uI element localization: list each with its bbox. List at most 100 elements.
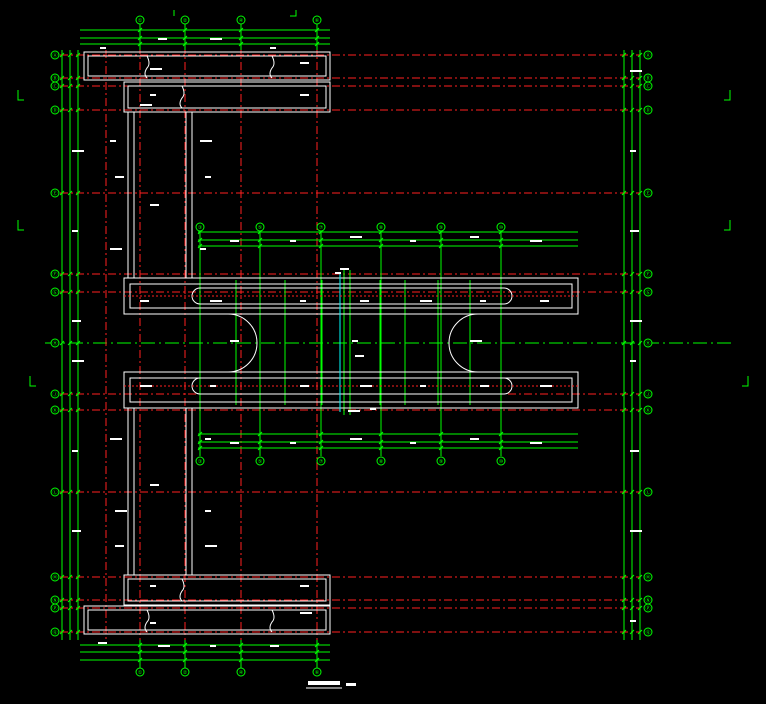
annotation-mark <box>352 340 358 342</box>
annotation-mark <box>158 645 170 647</box>
dimension-tick <box>257 439 263 445</box>
dimension-tick <box>59 605 65 611</box>
annotation-mark <box>140 104 152 106</box>
annotation-mark <box>530 442 542 444</box>
annotation-mark <box>540 385 552 387</box>
annotation-mark <box>210 38 222 40</box>
axis-bubble: ⑥ <box>312 667 322 677</box>
dimension-tick <box>238 41 244 47</box>
dimension-tick <box>182 35 188 41</box>
dimension-tick <box>498 431 504 437</box>
dimension-tick <box>438 243 444 249</box>
axis-bubble-circle <box>180 667 190 677</box>
annotation-mark <box>410 240 416 242</box>
axis-bubble-label: Ⓝ <box>645 597 650 604</box>
annotation-mark <box>205 438 211 440</box>
annotation-mark <box>72 360 84 362</box>
dimension-tick <box>314 642 320 648</box>
axis-bubble-circle <box>496 222 506 232</box>
annotation-mark <box>205 510 211 512</box>
dimension-tick <box>59 289 65 295</box>
axis-bubble-circle <box>195 222 205 232</box>
dimension-tick <box>75 75 81 81</box>
dimension-tick <box>621 489 627 495</box>
axis-bubble-circle <box>376 456 386 466</box>
dimension-tick <box>621 289 627 295</box>
axis-bubble-circle <box>255 222 265 232</box>
annotation-mark <box>300 94 309 96</box>
axis-bubble-label: Ⓑ <box>645 75 650 82</box>
axis-bubble-label: Ⓠ <box>52 629 57 636</box>
dimension-tick <box>637 271 643 277</box>
hall-bottom-bar <box>123 371 579 409</box>
axis-bubble-label: Ⓚ <box>645 407 650 414</box>
dimension-tick <box>67 289 73 295</box>
axis-bubble-label: ④ <box>239 18 244 24</box>
dimension-tick <box>75 190 81 196</box>
dimension-tick <box>637 340 643 346</box>
dimension-tick <box>378 445 384 451</box>
dimension-tick <box>67 107 73 113</box>
axis-bubble-label: Ⓖ <box>645 289 650 296</box>
dimension-tick <box>498 243 504 249</box>
annotation-mark <box>230 240 239 242</box>
axis-bubble: Ⓚ <box>50 405 60 415</box>
dimension-tick <box>629 597 635 603</box>
axis-bubble-label: Ⓗ <box>52 340 57 347</box>
dimension-tick <box>314 35 320 41</box>
axis-bubble-circle <box>50 487 60 497</box>
axis-bubble-label: Ⓠ <box>645 629 650 636</box>
dimension-tick <box>637 629 643 635</box>
axis-bubble-circle <box>50 105 60 115</box>
axis-bubble-label: Ⓐ <box>52 52 57 59</box>
annotation-mark <box>72 530 81 532</box>
dimension-tick <box>629 52 635 58</box>
axis-bubble-label: Ⓙ <box>52 391 57 398</box>
axis-bubble: Ⓒ <box>643 81 653 91</box>
annotation-mark <box>300 585 309 587</box>
dimension-tick <box>238 27 244 33</box>
dimension-tick <box>637 407 643 413</box>
axis-bubble-label: Ⓗ <box>645 340 650 347</box>
annotation-mark <box>210 645 216 647</box>
annotation-mark <box>140 385 152 387</box>
dimension-tick <box>438 439 444 445</box>
dimension-tick <box>238 657 244 663</box>
dimension-lines <box>61 22 641 670</box>
axis-bubble-label: ⑦ <box>319 225 324 231</box>
left-semicircle <box>227 313 258 373</box>
axis-bubble-circle <box>643 105 653 115</box>
axis-bubble: ⑩ <box>496 222 506 232</box>
annotation-mark <box>290 240 296 242</box>
dimension-tick <box>59 489 65 495</box>
axis-bubble-circle <box>436 222 446 232</box>
dimension-tick <box>182 27 188 33</box>
axis-bubble-circle <box>50 572 60 582</box>
axis-bubble-label: ⑨ <box>439 225 444 231</box>
annotation-mark <box>270 645 279 647</box>
dimension-tick <box>238 642 244 648</box>
annotation-mark <box>350 236 362 238</box>
axis-bubble-circle <box>195 456 205 466</box>
dimension-tick <box>629 107 635 113</box>
dimension-tick <box>75 605 81 611</box>
annotation-mark <box>200 248 206 250</box>
axis-bubble: Ⓐ <box>643 50 653 60</box>
axis-bubble-circle <box>50 287 60 297</box>
axis-bubble: ⑦ <box>316 456 326 466</box>
annotation-mark <box>420 300 432 302</box>
annotation-mark <box>98 642 107 644</box>
annotation-mark <box>158 38 167 40</box>
dimension-tick <box>238 649 244 655</box>
axis-bubble-label: Ⓓ <box>645 107 650 114</box>
axis-bubble-circle <box>316 222 326 232</box>
dimension-tick <box>75 107 81 113</box>
axis-bubble-label: Ⓖ <box>52 289 57 296</box>
annotation-mark <box>270 47 276 49</box>
axis-bubble: Ⓚ <box>643 405 653 415</box>
annotation-mark <box>110 140 116 142</box>
axis-bubble-label: ⑤ <box>258 459 263 465</box>
axis-bubble: ⑩ <box>496 456 506 466</box>
dimension-tick <box>498 237 504 243</box>
axis-bubble-circle <box>643 269 653 279</box>
